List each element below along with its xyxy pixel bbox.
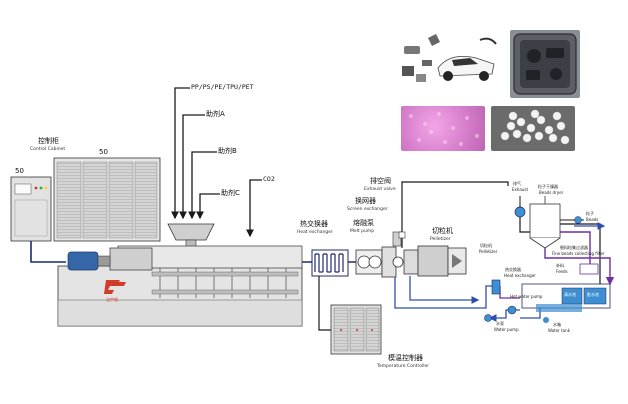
beads-label: 粒子 [586, 211, 594, 216]
water-pump-label-en: Water pump [494, 327, 519, 332]
heat-exchanger-2 [491, 279, 501, 295]
extruder [57, 245, 303, 327]
co2-label: CO2 [263, 175, 275, 183]
fine-filter-label-en: Fine beads collecting filter [552, 251, 605, 256]
makeup-feed-label-en: Feeds [556, 269, 568, 274]
melt-pump [355, 249, 383, 275]
pelletizer-label-en: Pelletizer [430, 237, 451, 242]
pelletizer-label: 切粒机 [432, 227, 453, 235]
extruder-motor [67, 251, 99, 271]
exhaust-valve-label: 排空阀 [370, 177, 391, 185]
feed-lines [171, 87, 262, 238]
clean-water-label: 清水池 [564, 292, 576, 297]
extruder-logo-label: 法宇格 [106, 297, 118, 302]
temperature-controller [330, 304, 382, 355]
feed-label-additive-b: 助剂B [218, 147, 237, 155]
screen-exchanger-label-en: Screen exchanger [347, 207, 388, 212]
exhaust-fan [514, 196, 526, 218]
control-cabinet-label-en: Control Cabinet [30, 147, 66, 152]
exhaust-valve-label-en: Exhaust valve [364, 187, 396, 192]
water-tank-label-en: Water tank [548, 328, 570, 333]
screen-exchanger [381, 231, 404, 278]
feed-hopper [167, 223, 215, 241]
beads-dryer-label: 粒子干燥器 [538, 184, 558, 189]
hot-water-pump-label: Hot water pump [510, 294, 543, 299]
feed-label-additive-c: 助剂C [221, 189, 240, 197]
fine-beads-filter [579, 263, 599, 275]
heat-exchanger2-label-en: Heat exchanger [504, 273, 536, 278]
control-cabinet-large [53, 157, 161, 242]
beads-dryer-label-en: Beads dryer [539, 190, 564, 195]
pelletizer [403, 245, 467, 277]
control-cabinet-label: 控制柜 [38, 137, 59, 145]
control-cabinet-small [10, 176, 52, 242]
cabinet-2-number: 50 [99, 148, 108, 156]
water-tank-label: 水箱 [553, 322, 561, 327]
pink-beads-photo [401, 106, 485, 151]
water-pump-label: 水泵 [496, 321, 504, 326]
dirty-water-label: 脏水池 [587, 292, 599, 297]
heat-exchanger2-label: 热交换器 [505, 267, 521, 272]
exhaust-valve [398, 202, 406, 248]
car-parts-photo [398, 30, 502, 92]
white-beads-photo [491, 106, 575, 151]
cabinet-cable [30, 241, 66, 263]
water-pumps [484, 305, 517, 322]
feed-label-additive-a: 助剂A [206, 110, 225, 118]
makeup-feed-label: 补料 [556, 263, 564, 268]
heat-exchanger-label-en: Heat exchanger [297, 230, 333, 235]
temp-controller-label-en: Temperature Controller [377, 364, 430, 369]
melt-pump-label-en: Melt pump [350, 229, 375, 234]
heat-exchanger [311, 249, 349, 277]
beads-label-en: Beads [586, 217, 599, 222]
feed-label-polymer: PP/PS/PE/TPU/PET [191, 83, 254, 91]
screen-exchanger-label: 换网器 [355, 197, 376, 205]
beads-outlet [560, 216, 584, 224]
tool-case-photo [510, 30, 580, 98]
pelletizer2-label: 切粒机 [480, 243, 492, 248]
temp-controller-line [318, 276, 331, 331]
temp-controller-label: 模温控制器 [388, 354, 423, 362]
extruder-logo-icon [104, 280, 126, 294]
beads-dryer [529, 196, 561, 249]
melt-pump-label: 熔融泵 [353, 219, 374, 227]
pelletizer2-label-en: Pelletizer [479, 249, 498, 254]
water-tank [521, 283, 611, 312]
exhaust-label-en: Exhaust [512, 187, 529, 192]
fine-filter-label: 细料粒集过滤器 [560, 245, 588, 250]
tank-level-drop [543, 317, 549, 323]
cabinet-1-number: 50 [15, 167, 24, 175]
heat-exchanger-label: 热交换器 [300, 220, 328, 228]
exhaust-label: 排气 [513, 181, 521, 186]
